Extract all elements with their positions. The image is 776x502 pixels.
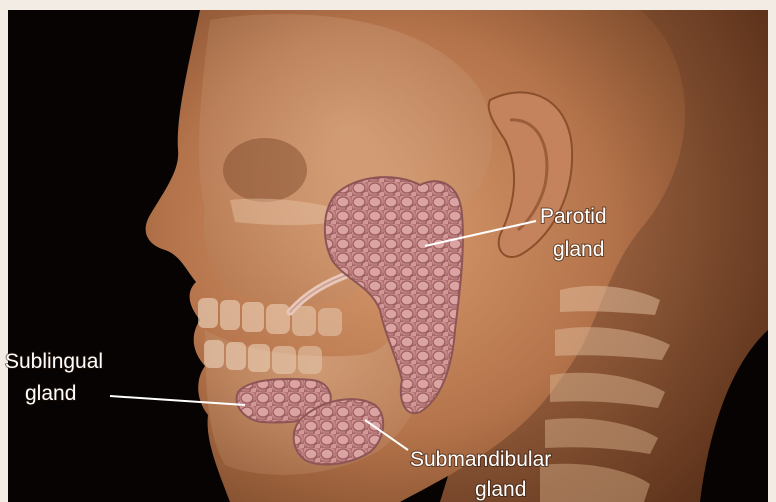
eye-orbit bbox=[223, 138, 307, 202]
submandibular-label-line2: gland bbox=[475, 478, 526, 501]
submandibular-label-line1: Submandibular bbox=[410, 448, 551, 471]
parotid-label-line1: Parotid bbox=[540, 205, 607, 228]
parotid-label-line2: gland bbox=[553, 238, 604, 261]
sublingual-label-line2: gland bbox=[25, 382, 76, 405]
sublingual-label-line1: Sublingual bbox=[5, 350, 103, 373]
